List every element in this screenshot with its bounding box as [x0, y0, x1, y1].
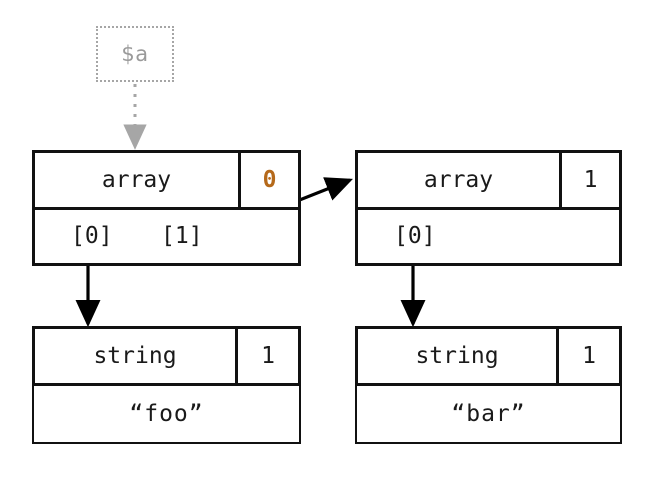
zval-string-bar-type: string [415, 343, 499, 369]
zval-array-a-type: array [101, 167, 172, 193]
zval-string-bar: string 1 “bar” [355, 326, 622, 444]
zval-string-foo-value-row: “foo” [32, 386, 301, 444]
zval-string-foo: string 1 “foo” [32, 326, 301, 444]
zval-array-a: array 0 [0] [1] [32, 150, 301, 266]
zval-array-b-header: array 1 [355, 150, 622, 210]
zval-string-foo-type: string [93, 343, 177, 369]
zval-array-b-refcount: 1 [559, 153, 619, 207]
variable-label-text: $a [121, 42, 149, 66]
zval-array-b-type: array [423, 167, 494, 193]
variable-label-box: $a [96, 26, 174, 82]
zval-array-a-slots: [0] [1] [32, 210, 301, 266]
zval-string-bar-refcount: 1 [556, 329, 619, 383]
zval-array-b: array 1 [0] [355, 150, 622, 266]
zval-string-bar-value: “bar” [451, 401, 526, 427]
zval-array-b-slot-0: [0] [394, 223, 436, 249]
zval-string-foo-value: “foo” [129, 401, 204, 427]
zval-array-a-slot-0: [0] [71, 223, 113, 249]
zval-string-bar-header: string 1 [355, 326, 622, 386]
zval-array-b-slots: [0] [355, 210, 622, 266]
zval-array-a-refcount: 0 [238, 153, 298, 207]
zval-string-bar-value-row: “bar” [355, 386, 622, 444]
zval-string-foo-refcount: 1 [235, 329, 298, 383]
zval-string-foo-header: string 1 [32, 326, 301, 386]
zval-array-a-header: array 0 [32, 150, 301, 210]
zval-array-a-slot-1: [1] [161, 223, 203, 249]
